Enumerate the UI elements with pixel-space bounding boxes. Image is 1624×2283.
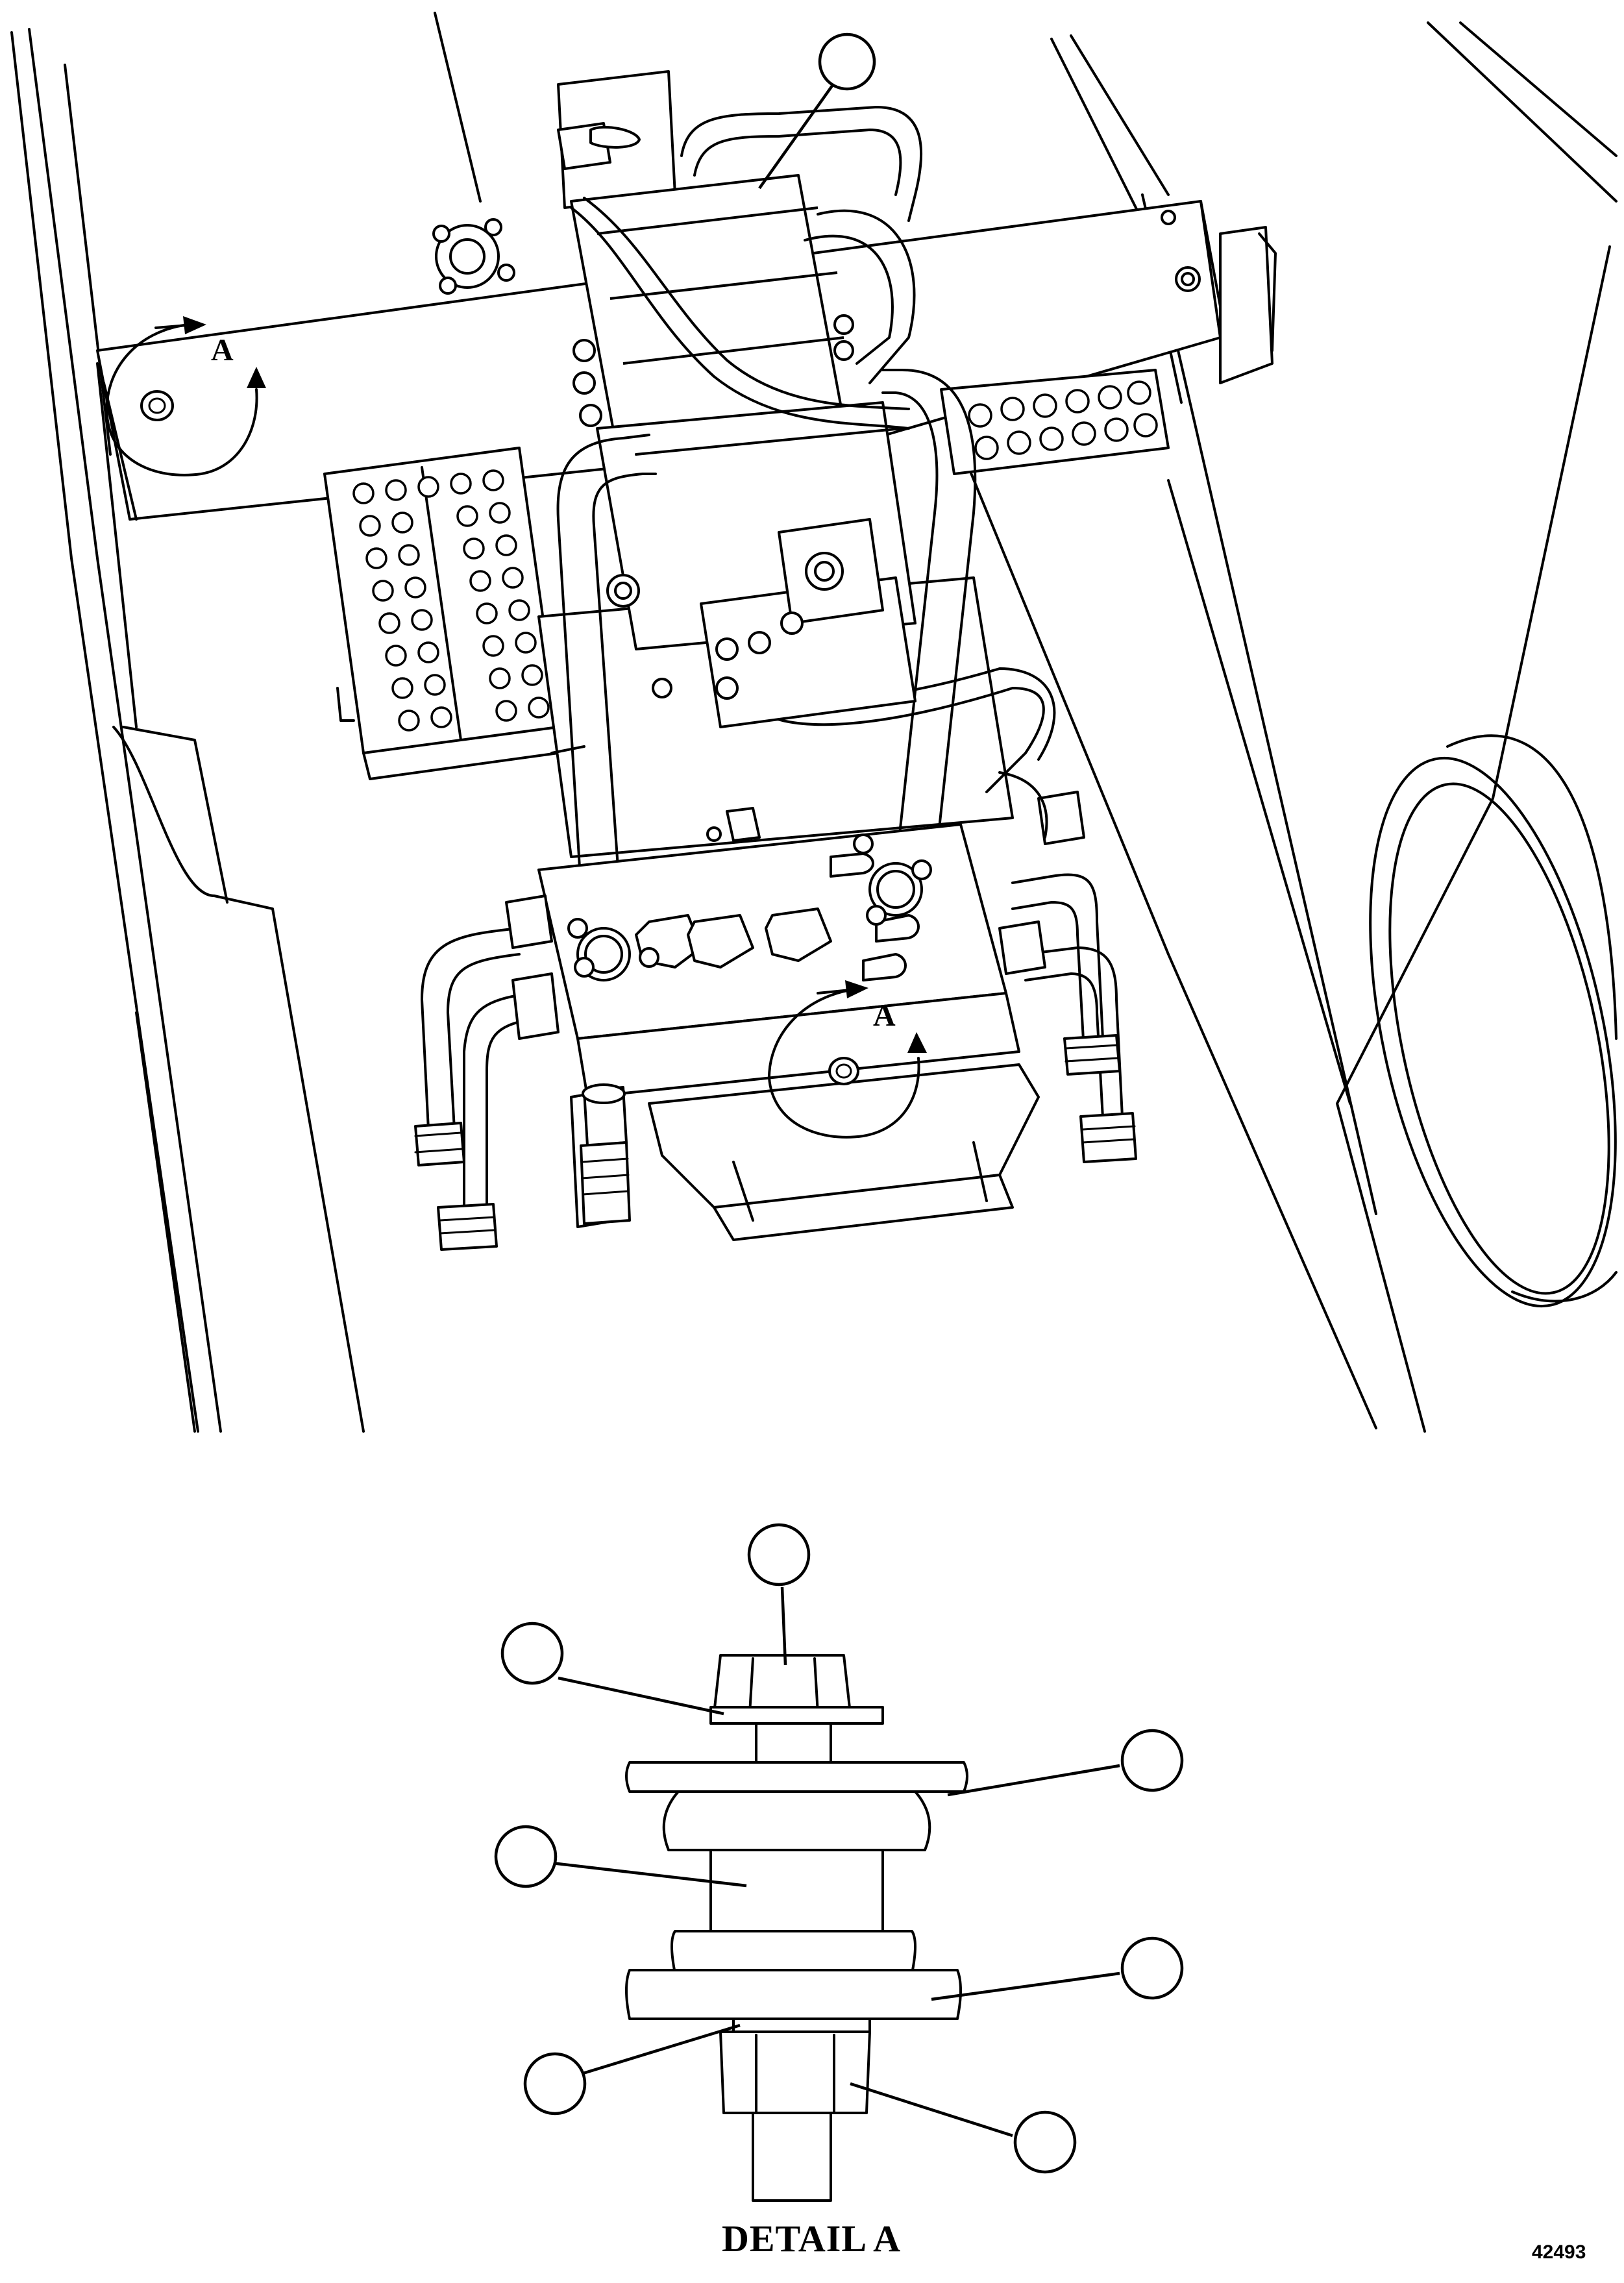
callout-detail-bolt (747, 1523, 811, 1666)
callout-main (758, 32, 876, 190)
hydraulic-hose (570, 206, 910, 430)
rotation-arrow-icon (183, 316, 206, 334)
callout-balloon-icon (1120, 1729, 1184, 1792)
bolt-shank (752, 2112, 832, 2202)
bolt-flange (709, 1706, 884, 1725)
view-marker-letter: A (873, 998, 896, 1033)
detail-a-view (494, 1523, 1184, 2202)
detail-title: DETAIL A (721, 2217, 902, 2260)
callout-detail-upper-washer (947, 1729, 1184, 1797)
lower-washer (625, 1969, 962, 2020)
tube-upper-bend (680, 106, 923, 222)
center-manifold (700, 518, 917, 728)
rotation-arrow-icon (247, 367, 266, 388)
callout-detail-flange (500, 1622, 724, 1716)
frame-edge (434, 12, 482, 203)
view-marker-a-upper: A (105, 316, 266, 476)
bolt-hex-head (713, 1654, 852, 1715)
perforated-strip (940, 369, 1170, 475)
callout-detail-lower-isolator (523, 2023, 741, 2116)
upper-flange-fitting (432, 218, 515, 295)
upper-washer (625, 1761, 968, 1793)
lower-isolator (671, 1930, 917, 1975)
callout-detail-sleeve (494, 1825, 747, 1888)
lower-manifold-block (537, 807, 1020, 1098)
callout-balloon-icon (1013, 2110, 1077, 2174)
callout-balloon-icon (500, 1622, 564, 1685)
view-marker-letter: A (211, 333, 234, 367)
left-hose-assembly (414, 895, 560, 1251)
upper-spacer (755, 1722, 832, 1764)
view-marker-a-lower: A (768, 980, 927, 1139)
callout-detail-nut (850, 2082, 1077, 2174)
lower-flat-washer (732, 2018, 871, 2033)
round-cover (1369, 734, 1618, 1308)
rotation-arrow-icon (907, 1032, 927, 1053)
right-hose-assembly (998, 771, 1137, 1163)
hex-nut (719, 2030, 871, 2114)
left-frame-rail (10, 28, 365, 1433)
callout-detail-lower-washer (931, 1936, 1184, 2001)
callout-balloon-icon (818, 32, 876, 91)
isolator-sleeve (709, 1849, 884, 1942)
callout-balloon-icon (1120, 1936, 1184, 2000)
figure-number: 42493 (1532, 2241, 1586, 2263)
perforated-step-plate (323, 447, 560, 780)
vertical-tubes (556, 369, 1056, 943)
callout-balloon-icon (494, 1825, 558, 1888)
upper-isolator (662, 1790, 931, 1851)
callout-balloon-icon (747, 1523, 811, 1586)
quick-coupler (580, 1083, 631, 1225)
callout-balloon-icon (523, 2052, 587, 2116)
main-view: A (10, 12, 1618, 1433)
rotation-arrow-icon (845, 980, 868, 998)
